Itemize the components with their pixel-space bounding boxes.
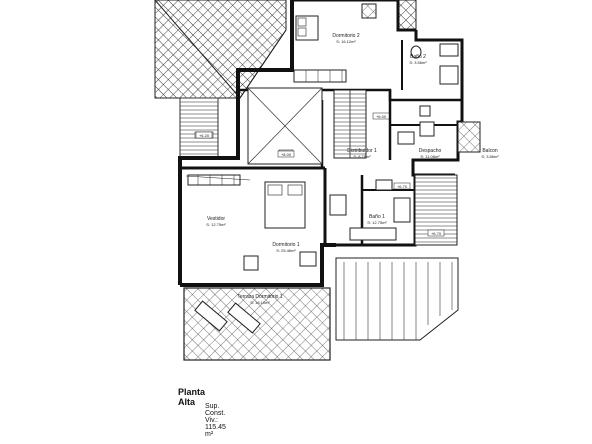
staircase	[333, 89, 367, 159]
room-name-balcon: Balcon	[482, 148, 498, 154]
room-area-vestidor: S: 12.75m²	[206, 222, 226, 227]
balcony	[457, 121, 481, 153]
room-area-despacho: S: 11.08m²	[420, 154, 440, 159]
room-area-bano1: S: 12.75m²	[367, 220, 387, 225]
bed-dorm2	[295, 3, 377, 41]
bano1-fixtures	[329, 179, 411, 241]
room-area-terraza: S: 18.10m²	[250, 300, 270, 305]
level-tag: +8.00	[281, 152, 292, 157]
room-name-terraza: Terraza Dormitorio 1	[237, 294, 283, 300]
plan-area: Sup. Const. Viv.: 115.45 m²	[205, 403, 226, 438]
room-area-dormitorio2: S: 16.12m²	[336, 39, 356, 44]
level-tag: +6.70	[431, 231, 442, 236]
plan-title: Planta Alta	[178, 387, 206, 407]
level-tag: +6.00	[376, 114, 387, 119]
roof-left	[154, 0, 287, 99]
level-tag-box	[372, 112, 390, 120]
room-name-dormitorio1: Dormitorio 1	[272, 242, 299, 248]
level-tag-box	[427, 229, 445, 237]
terrace-strip	[179, 97, 219, 159]
area-label: Sup. Const. Viv.:	[205, 403, 226, 424]
bano2-fixtures	[410, 43, 459, 85]
level-tag-box	[393, 182, 411, 190]
level-tag: +6.20	[199, 133, 210, 138]
level-tags: +6.20 +8.00 +6.00 +6.70 +6.70	[195, 112, 445, 237]
area-value: 115.45 m²	[205, 424, 226, 438]
terrace-dorm1	[183, 287, 331, 361]
despacho-furniture	[397, 105, 435, 145]
roof-right	[397, 0, 417, 31]
wardrobe-dorm1	[187, 174, 241, 186]
level-tag: +6.70	[397, 184, 408, 189]
room-name-bano1: Baño 1	[369, 214, 385, 220]
wardrobe-dorm2	[293, 69, 347, 83]
room-name-despacho: Despacho	[419, 148, 442, 154]
bed-dorm1	[243, 181, 317, 271]
room-area-dormitorio1: S: 25.46m²	[276, 248, 296, 253]
room-area-bano2: S: 3.56m²	[409, 60, 427, 65]
room-name-vestidor: Vestidor	[207, 216, 225, 222]
room-area-balcon: S: 3.86m²	[481, 154, 499, 159]
level-tag-box	[195, 131, 213, 139]
level-tag-box	[277, 150, 295, 158]
room-area-distribuidor: S: 8.76m²	[353, 154, 371, 159]
room-name-distribuidor: Distribuidor 1	[347, 148, 377, 154]
room-name-dormitorio2: Dormitorio 2	[332, 33, 359, 39]
room-labels: Dormitorio 2S: 16.12m² Baño 2S: 3.56m² Dis…	[206, 33, 499, 305]
room-name-bano2: Baño 2	[410, 54, 426, 60]
